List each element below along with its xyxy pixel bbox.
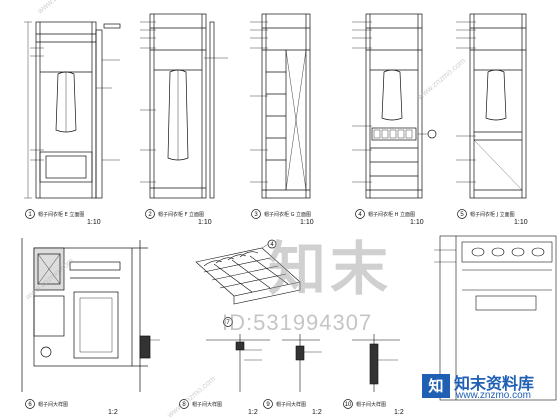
callout-7: 7	[223, 317, 233, 327]
svg-text:帽子间大样图: 帽子间大样图	[356, 401, 386, 408]
elevation-panel-2-caption: 2 帽子间衣柜 F 立面图 1:10	[145, 209, 212, 226]
elevation-panel-5	[469, 13, 527, 199]
svg-text:1:10: 1:10	[87, 219, 101, 226]
svg-text:www.znzmo.com: www.znzmo.com	[415, 56, 468, 102]
elevation-panel-4	[365, 13, 423, 199]
brand-logo: 知 知末资料库 www.znzmo.com	[422, 368, 552, 406]
detail-panel-9-caption: 9 帽子间大样图 1:2	[263, 399, 322, 416]
svg-text:帽子间大样图: 帽子间大样图	[276, 401, 306, 408]
elevation-panel-4-caption: 4 帽子间衣柜 H 立面图 1:10	[355, 209, 424, 226]
detail-panel-6-caption: 6 帽子间大样图 1:2	[25, 399, 118, 416]
detail-panel-8	[206, 334, 270, 392]
detail-panel-8-caption: 8 帽子间大样图 1:2	[179, 399, 258, 416]
elevation-panel-5-leaders	[456, 21, 476, 183]
svg-text:www.znzmo.com: www.znzmo.com	[165, 374, 218, 420]
svg-text:3: 3	[254, 212, 258, 218]
detail-panel-9	[282, 334, 322, 392]
svg-text:帽子间大样图: 帽子间大样图	[192, 401, 222, 408]
svg-text:帽子间大样图: 帽子间大样图	[38, 401, 68, 408]
watermark-id: ID:531994307	[222, 310, 373, 335]
detail-panel-6	[21, 238, 160, 392]
callout-4: 4	[267, 239, 277, 249]
elevation-panel-2-leaders	[140, 21, 228, 183]
brand-mark-icon: 知	[422, 374, 450, 398]
svg-text:1:2: 1:2	[394, 409, 404, 416]
svg-text:8: 8	[182, 402, 186, 408]
svg-text:www.znzmo.com: www.znzmo.com	[35, 0, 88, 16]
isometric-rack-detail	[195, 241, 301, 305]
svg-text:2: 2	[148, 212, 152, 218]
svg-text:1:2: 1:2	[248, 409, 258, 416]
svg-text:1:10: 1:10	[514, 219, 528, 226]
elevation-panel-5-caption: 5 帽子间衣柜 J 立面图 1:10	[457, 209, 528, 226]
detail-callout-marker	[427, 129, 437, 139]
svg-text:帽子间衣柜 F 立面图: 帽子间衣柜 F 立面图	[158, 211, 204, 218]
elevation-panel-3-caption: 3 帽子间衣柜 G 立面图 1:10	[251, 209, 314, 226]
elevation-panel-3-leaders	[250, 21, 268, 183]
svg-text:1:2: 1:2	[312, 409, 322, 416]
detail-panel-10	[352, 334, 400, 392]
watermark-logo-text: 知末	[268, 235, 393, 303]
svg-text:10: 10	[345, 402, 352, 408]
svg-text:1: 1	[28, 212, 32, 218]
detail-panel-10-caption: 10 帽子间大样图 1:2	[343, 399, 404, 416]
svg-text:1:10: 1:10	[300, 219, 314, 226]
diagonal-watermarks: www.znzmo.com www.znzmo.com www.znzmo.co…	[23, 0, 468, 420]
elevation-panel-1-caption: 1 帽子间衣柜 E 立面图 1:10	[25, 209, 101, 226]
elevation-panel-2	[149, 13, 215, 199]
svg-text:9: 9	[266, 402, 270, 408]
svg-text:4: 4	[270, 242, 274, 248]
svg-text:帽子间衣柜 G 立面图: 帽子间衣柜 G 立面图	[264, 211, 311, 218]
svg-text:帽子间衣柜 H 立面图: 帽子间衣柜 H 立面图	[368, 211, 415, 218]
svg-text:帽子间衣柜 E 立面图: 帽子间衣柜 E 立面图	[38, 211, 84, 218]
elevation-panel-1-leaders	[30, 47, 112, 161]
svg-text:1:10: 1:10	[410, 219, 424, 226]
svg-text:6: 6	[28, 402, 32, 408]
svg-text:1:10: 1:10	[198, 219, 212, 226]
svg-text:4: 4	[358, 212, 362, 218]
svg-text:帽子间衣柜 J 立面图: 帽子间衣柜 J 立面图	[470, 211, 515, 218]
brand-url: www.znzmo.com	[456, 390, 532, 401]
brand-name: 知末资料库	[454, 374, 535, 393]
svg-text:5: 5	[460, 212, 464, 218]
elevation-panel-3	[261, 13, 311, 199]
svg-text:7: 7	[226, 320, 230, 326]
partial-elevation-right	[434, 235, 557, 401]
elevation-panel-1	[24, 21, 121, 199]
svg-text:1:2: 1:2	[108, 409, 118, 416]
